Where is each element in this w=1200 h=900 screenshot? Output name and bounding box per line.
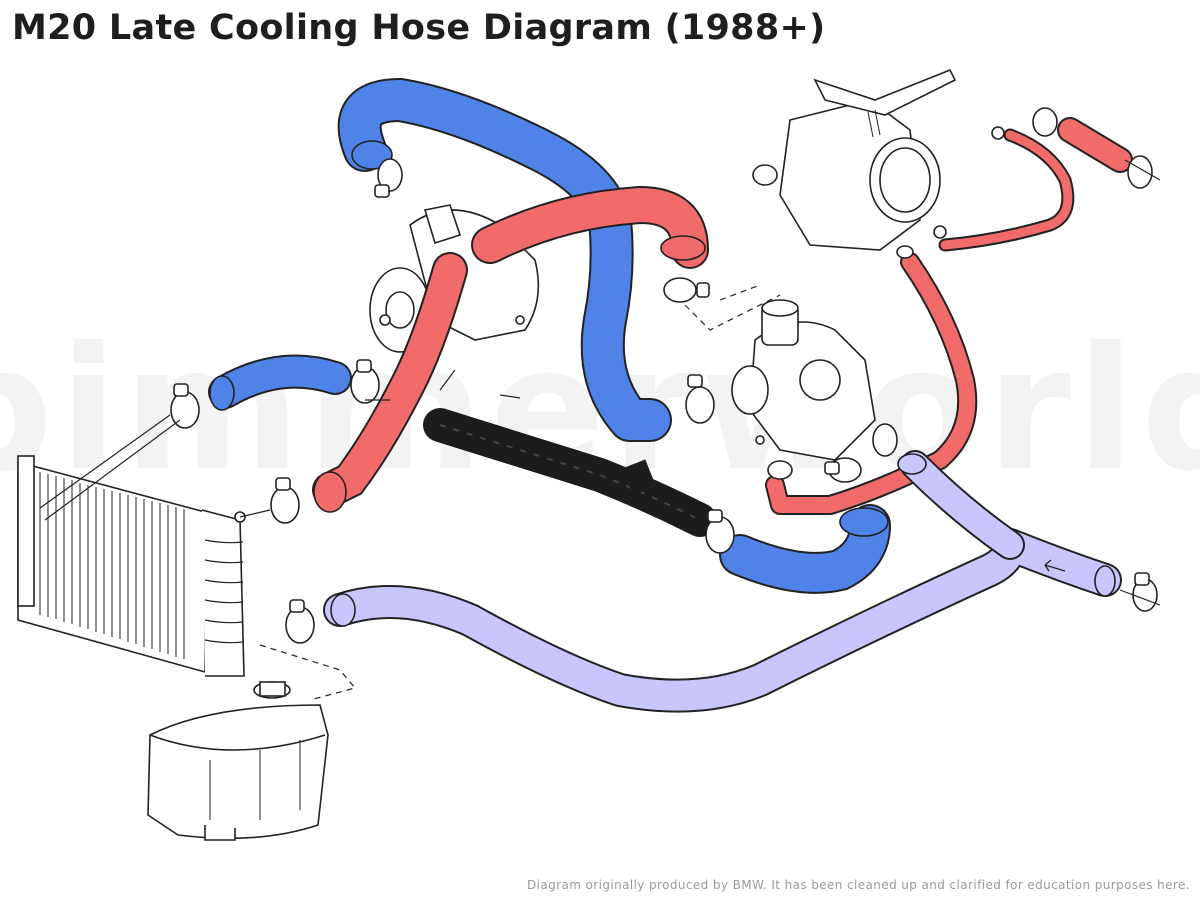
radiator <box>17 455 246 677</box>
hose-clamps <box>170 107 1158 644</box>
diagram-title: M20 Late Cooling Hose Diagram (1988+) <box>12 8 826 48</box>
expansion-tank <box>147 681 329 841</box>
throttle-body <box>752 68 957 251</box>
leader-lines <box>39 159 1161 701</box>
diagram-credit: Diagram originally produced by BMW. It h… <box>526 878 1190 892</box>
